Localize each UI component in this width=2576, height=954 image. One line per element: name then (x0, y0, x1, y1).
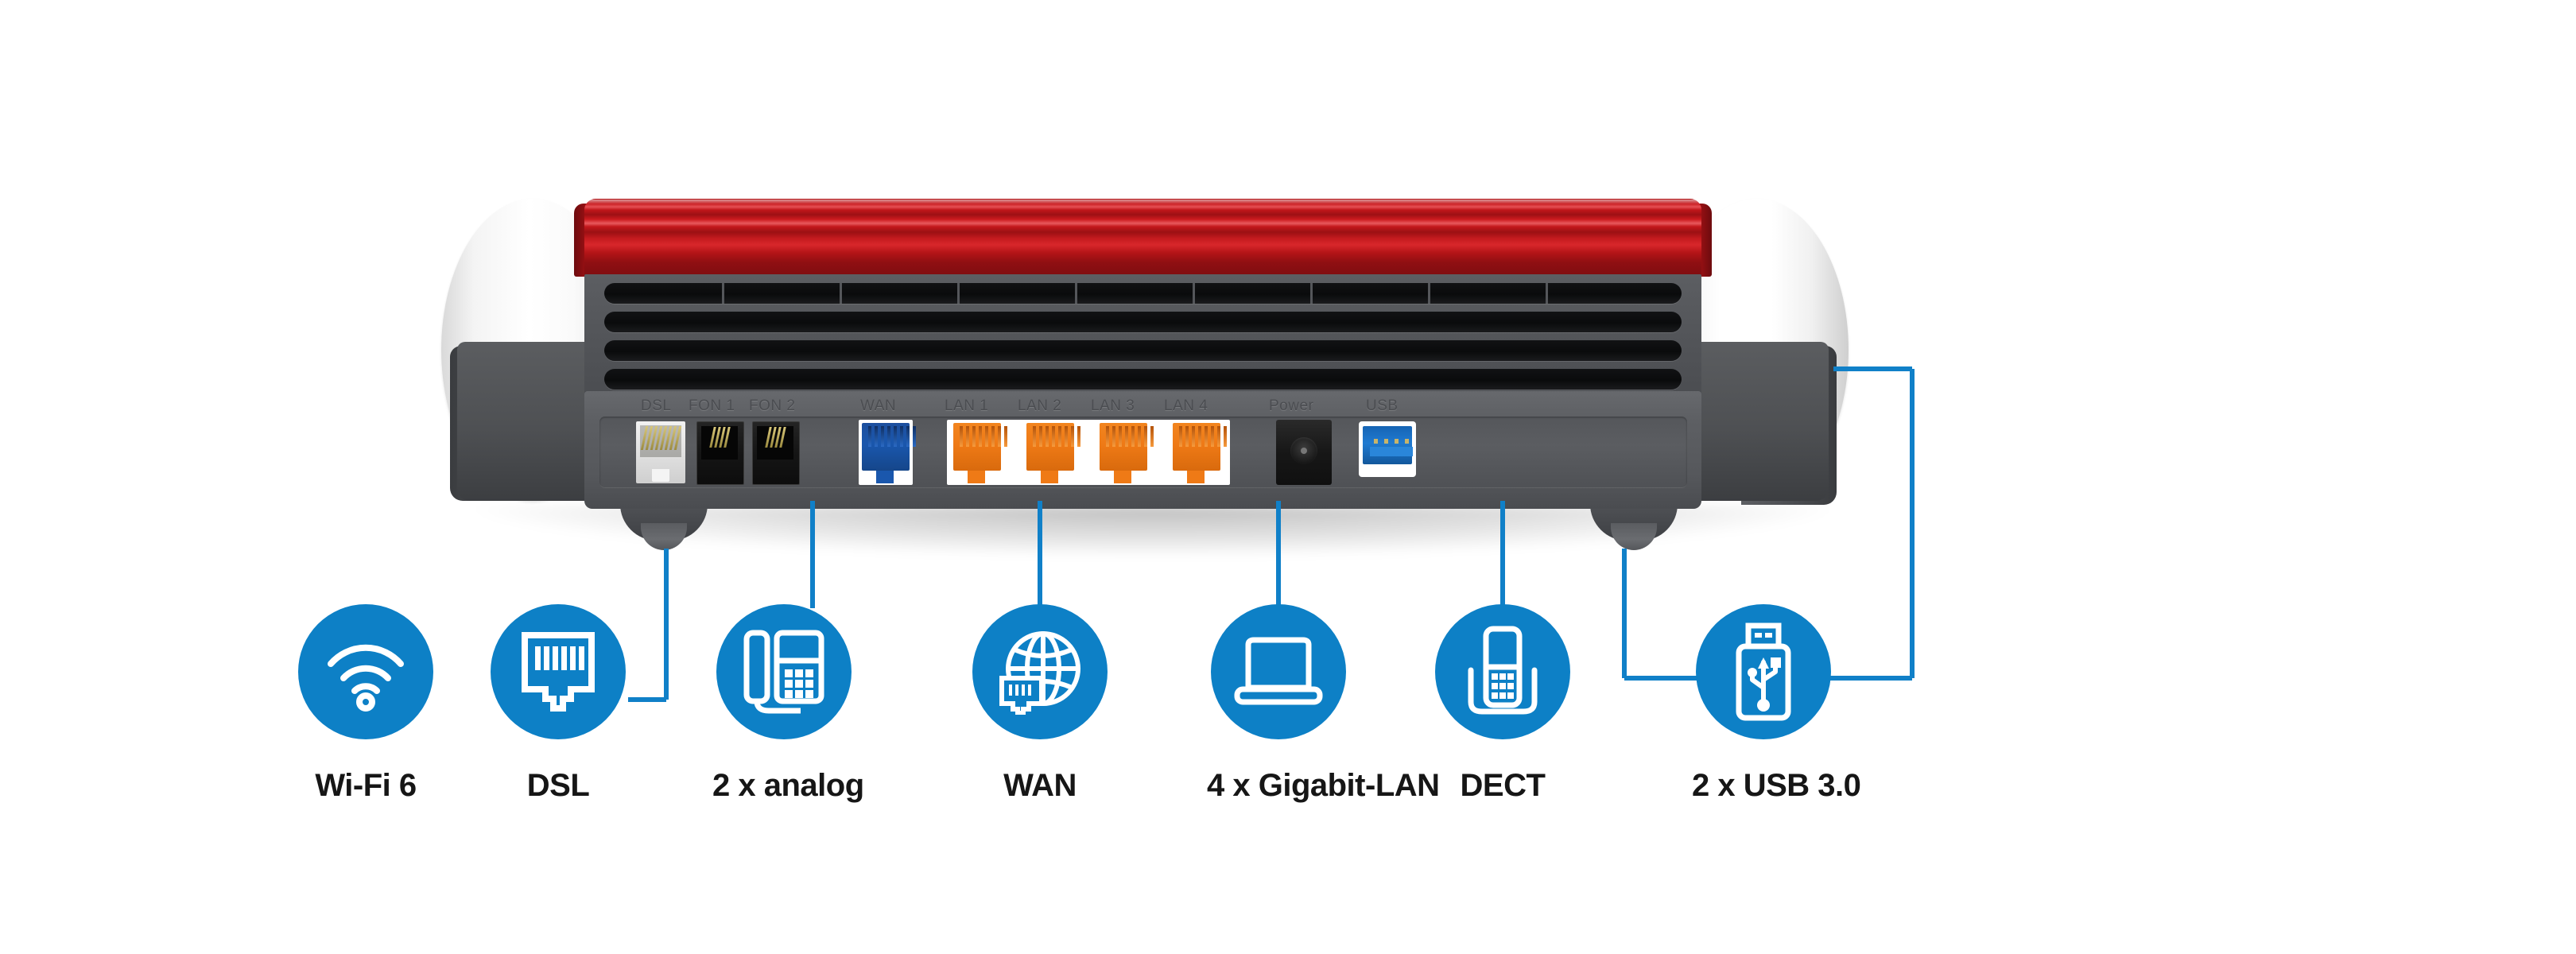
lan2-jack-tab (1041, 471, 1058, 483)
port-label-power: Power (1269, 398, 1314, 414)
port-label-dsl: DSL (641, 398, 672, 414)
vent-divider (840, 283, 842, 304)
feature-label-wan: WAN (1003, 768, 1077, 803)
lan2-jack (1023, 420, 1080, 485)
port-label-usb: USB (1366, 398, 1399, 414)
laptop-icon (1234, 637, 1323, 705)
feature-disc-dect[interactable] (1435, 604, 1570, 739)
feature-disc-analog[interactable] (716, 604, 852, 739)
lan1-jack-body (953, 423, 1007, 471)
wan-jack-body (862, 423, 916, 471)
desk-phone-icon (743, 630, 824, 714)
wifi-icon (328, 644, 404, 712)
lan4-jack-tab (1187, 471, 1205, 483)
feature-lan[interactable]: 4 x Gigabit-LAN (1207, 604, 1440, 804)
usb-jack-contacts (1374, 439, 1409, 444)
feature-label-wifi: Wi-Fi 6 (315, 768, 417, 803)
feature-disc-dsl[interactable] (491, 604, 626, 739)
feature-label-analog: 2 x analog (712, 768, 864, 803)
cordless-handset-icon (1468, 626, 1538, 715)
lan2-jack-body (1026, 423, 1080, 471)
vent-slot-row (604, 283, 1682, 304)
feature-dect[interactable]: DECT (1431, 604, 1574, 804)
port-label-lan3: LAN 3 (1091, 398, 1135, 414)
vent-slot-row (604, 312, 1682, 332)
vent-slot-row (604, 369, 1682, 390)
vent-divider (1428, 283, 1430, 304)
port-label-lan2: LAN 2 (1018, 398, 1062, 414)
power-jack-pin (1301, 448, 1307, 454)
feature-label-usb: 2 x USB 3.0 (1692, 768, 1861, 803)
rj45-jack-icon (522, 632, 595, 712)
lan1-jack-tab (968, 471, 985, 483)
usb-jack (1359, 421, 1416, 477)
feature-usb[interactable]: 2 x USB 3.0 (1692, 604, 1861, 804)
dsl-jack (636, 421, 685, 483)
usb-jack-bar (1370, 447, 1413, 456)
wan-jack-tab (876, 471, 894, 483)
vent-divider (1546, 283, 1548, 304)
port-label-fon2: FON 2 (749, 398, 796, 414)
feature-disc-wifi[interactable] (298, 604, 433, 739)
fon1-jack (696, 421, 744, 485)
vent-slot-row (604, 340, 1682, 361)
feature-wan[interactable]: WAN (968, 604, 1111, 804)
port-label-lan4: LAN 4 (1164, 398, 1208, 414)
feature-label-dect: DECT (1460, 768, 1546, 803)
feature-analog[interactable]: 2 x analog (712, 604, 864, 804)
feature-disc-lan[interactable] (1211, 604, 1346, 739)
globe-ethernet-icon (999, 631, 1080, 715)
feature-wifi[interactable]: Wi-Fi 6 (294, 604, 437, 804)
vent-divider (1193, 283, 1195, 304)
lan3-jack-tab (1114, 471, 1131, 483)
port-label-lan1: LAN 1 (945, 398, 989, 414)
feature-dsl[interactable]: DSL (487, 604, 630, 804)
vent-divider (1075, 283, 1077, 304)
lan4-jack-body (1173, 423, 1227, 471)
feature-disc-usb[interactable] (1696, 604, 1831, 739)
port-label-fon1: FON 1 (689, 398, 735, 414)
router-device-illustration: DSL FON 1 FON 2 WAN LAN 1 LAN 2 LAN 3 LA… (441, 199, 1849, 556)
lan1-jack (950, 420, 1007, 485)
fon2-jack (752, 421, 800, 485)
lan3-jack-body (1100, 423, 1154, 471)
usb-stick-icon (1736, 622, 1791, 721)
dsl-jack-tab (652, 469, 669, 482)
feature-disc-wan[interactable] (972, 604, 1108, 739)
vent-divider (722, 283, 724, 304)
usb-jack-body (1363, 426, 1413, 464)
lan4-jack (1170, 420, 1227, 485)
lan3-jack (1096, 420, 1154, 485)
vent-divider (957, 283, 960, 304)
wan-jack (859, 420, 916, 485)
vent-divider (1310, 283, 1313, 304)
power-jack (1276, 420, 1332, 485)
red-top-lid (584, 199, 1701, 278)
feature-label-dsl: DSL (526, 768, 590, 803)
port-label-wan: WAN (860, 398, 897, 414)
feature-label-lan: 4 x Gigabit-LAN (1207, 768, 1440, 803)
